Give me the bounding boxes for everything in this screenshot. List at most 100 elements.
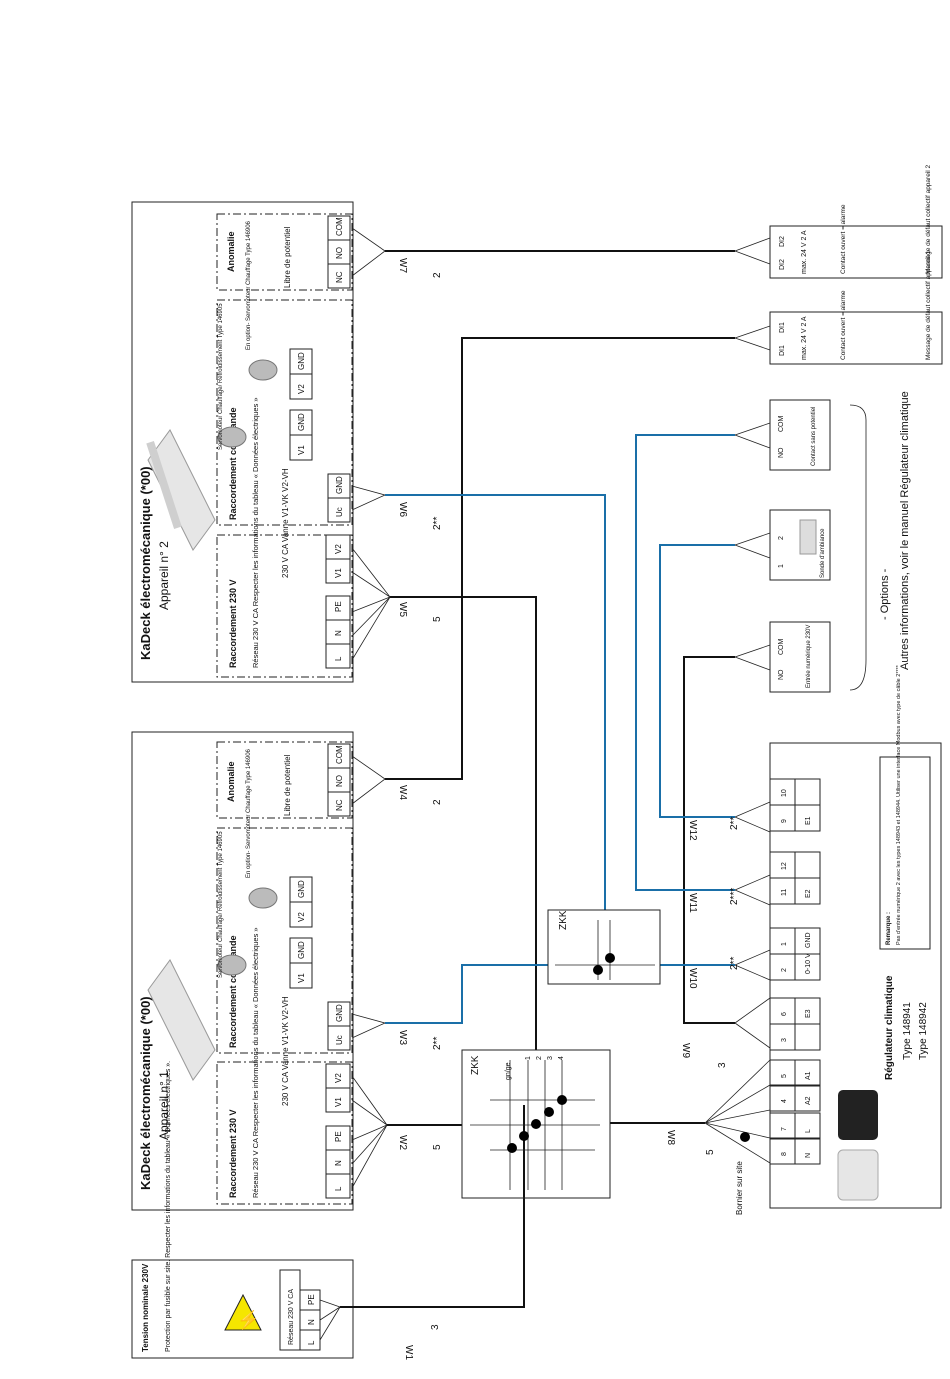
fault-caption: Message de défaut collectif appareil 2 (925, 164, 932, 274)
fault-spec: max. 24 V 2 A (801, 316, 808, 360)
wire-count-W12: 2** (729, 817, 740, 830)
regulator-terminal: 3 (769, 1023, 821, 1051)
device-2-power-section (216, 534, 353, 678)
zkk-1-num: 1 (525, 1056, 532, 1060)
lightning-icon: ⚡ (237, 1309, 259, 1331)
terminal-PE: PE (334, 601, 343, 612)
device-2-valve-terminals: V1 V2 (325, 534, 351, 584)
device-1-fault-title: Anomalie (226, 761, 236, 802)
terminal-DI1: DI1 (779, 322, 786, 333)
remark-text: Pas d'entrée numérique 2 avec les types … (896, 664, 902, 945)
device-2-fault-section (216, 213, 353, 291)
device-1-unit-image (147, 959, 216, 1081)
option-digital-input (769, 621, 831, 693)
terminal-number: 7 (781, 1127, 788, 1131)
wire-label-W7: W7 (397, 258, 408, 273)
zkk-1-label: ZKK (470, 1055, 481, 1075)
terminal-COM: COM (335, 745, 344, 764)
device-1-actuator-1: Servomoteur Chauffage/ Refroidissement T… (217, 831, 313, 989)
wire-label-W6: W6 (397, 502, 408, 517)
fault-spec: max. 24 V 2 A (801, 230, 808, 274)
device-1-valve-note: 230 V CA Vanne V1-VK V2-VH (281, 996, 290, 1106)
regulator-type-1: Type 148941 (902, 1002, 913, 1060)
device-2-control-section (216, 299, 353, 526)
wire-label-W2: W2 (397, 1135, 408, 1150)
wire-W12 (659, 544, 735, 818)
actuator-icon (217, 954, 247, 976)
terminal-NC: NC (335, 271, 344, 283)
wire-W11 (635, 434, 735, 891)
fault-messages: DI1 DI1 max. 24 V 2 A Message de défaut … (769, 164, 943, 365)
terminal-number: 10 (781, 789, 788, 797)
terminal-number: 9 (781, 819, 788, 823)
terminal-PE: PE (307, 1294, 316, 1305)
fault-caption: Message de défaut collectif appareil 1 (925, 250, 932, 360)
options: - Options - Autres informations, voir le… (769, 391, 911, 693)
terminal-GND: GND (335, 1004, 344, 1022)
remark-box (879, 756, 931, 950)
device-1-control-terminals: Uc GND (327, 1001, 351, 1051)
terminal-label: GND (805, 932, 812, 948)
terminal-V1: V1 (297, 973, 306, 983)
terminal-DI2: DI2 (779, 236, 786, 247)
terminal-DI1: DI1 (779, 345, 786, 356)
actuator-2-caption: En option- Servomoteur Chauffage Type 14… (246, 220, 252, 350)
terminal-V2: V2 (297, 384, 306, 394)
wire-label-W5: W5 (397, 602, 408, 617)
fault-message-2 (769, 225, 943, 279)
device-1-fault-note: Libre de potentiel (283, 754, 292, 816)
terminal-NO: NO (335, 247, 344, 259)
wire-W1 (340, 1105, 525, 1308)
terminal-GND: GND (297, 941, 306, 959)
device-1-fault-section (216, 741, 353, 819)
terminal-label: A1 (805, 1071, 812, 1080)
regulator-device-image (838, 1090, 878, 1140)
device-2-fault-note: Libre de potentiel (283, 226, 292, 288)
device-1-valve-terminals: V1 V2 (325, 1063, 351, 1113)
terminal-V1: V1 (334, 1097, 343, 1107)
wire-count-W11: 2*** (729, 888, 740, 905)
device-2-fault-title: Anomalie (226, 231, 236, 272)
device-2-fault-terminals: NC NO COM (327, 215, 351, 289)
wire-count-W6: 2** (432, 517, 443, 530)
device-2-name: KaDeck électromécanique (*00) (138, 466, 153, 660)
terminal-N: N (334, 630, 343, 636)
terminal-label: E1 (805, 816, 812, 825)
terminal-number: 4 (781, 1099, 788, 1103)
terminal-NO: NO (778, 447, 785, 458)
zkk-1-num: 3 (547, 1056, 554, 1060)
terminal-number: 1 (781, 942, 788, 946)
zkk-junction-2: ZKK (547, 909, 661, 985)
zkk-2-label: ZKK (558, 910, 569, 930)
wire-W9 (683, 656, 735, 1024)
wire-label-W3: W3 (397, 1030, 408, 1045)
terminal-label: 0-10 V (805, 953, 812, 974)
terminal-1: 1 (778, 564, 785, 568)
wire-W4 (385, 337, 735, 780)
device-1-name: KaDeck électromécanique (*00) (138, 996, 153, 1190)
actuator-2-caption: En option- Servomoteur Chauffage Type 14… (246, 748, 252, 878)
terminal-V2: V2 (334, 1073, 343, 1083)
terminal-GND: GND (297, 352, 306, 370)
supply-terminal-label: Réseau 230 V CA (288, 1289, 295, 1345)
zkk-2-box (547, 909, 661, 985)
device-2: KaDeck électromécanique (*00) Appareil n… (131, 201, 354, 683)
actuator-1-caption: Servomoteur Chauffage/ Refroidissement T… (218, 303, 224, 450)
regulator-title: Régulateur climatique (884, 975, 895, 1080)
wire-W5 (390, 596, 537, 1050)
device-2-control-title: Raccordement commande (228, 407, 238, 520)
device-2-control-terminals: Uc GND (327, 473, 351, 523)
regulator-type-2: Type 148942 (918, 1002, 929, 1060)
wire-W6 (385, 494, 606, 910)
wire-W3 (385, 964, 548, 1024)
wire-label-W4: W4 (397, 785, 408, 800)
remark-title: Remarque : (886, 912, 892, 945)
wire-label-W12: W12 (687, 820, 698, 841)
actuator-1-caption: Servomoteur Chauffage/ Refroidissement T… (218, 831, 224, 978)
black-wires (319, 227, 771, 1341)
device-2-power-terminals: L N PE (325, 595, 351, 669)
wire-labels: W1 3 W2 5 W3 2** W4 2 W5 5 W6 2** W7 2 W… (397, 258, 740, 1360)
terminal-V1: V1 (297, 445, 306, 455)
